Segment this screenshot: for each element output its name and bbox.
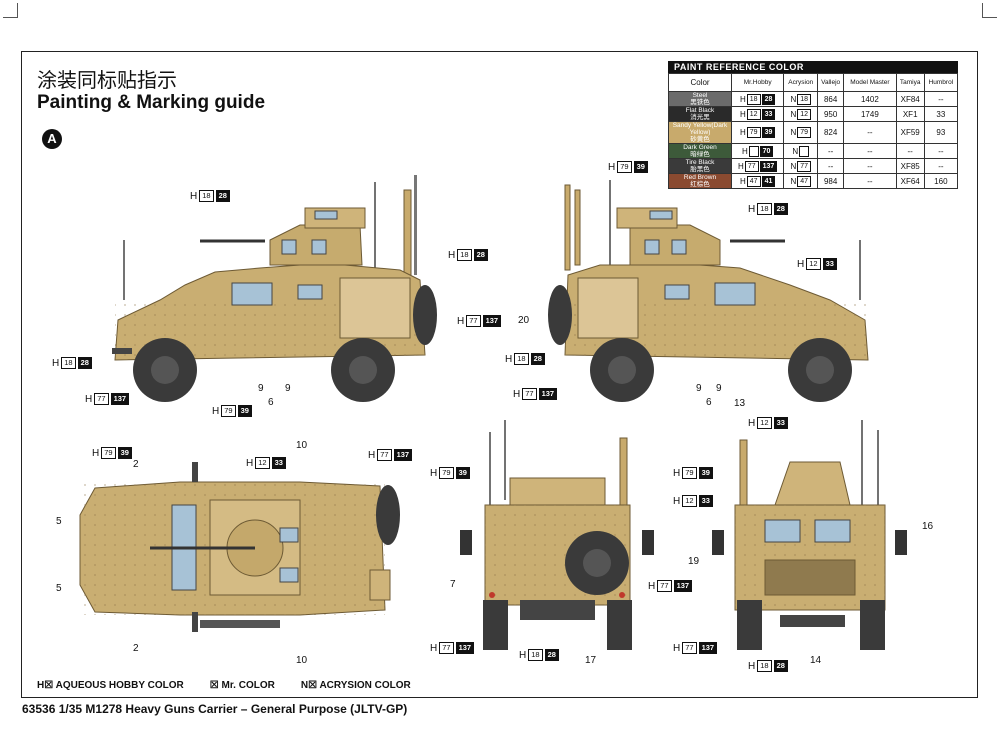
part-number-callout: 6 [268,397,274,408]
right-side-view [548,180,869,402]
part-number-callout: 9 [285,383,291,394]
part-number-callout: 9 [716,383,722,394]
left-side-view [112,175,437,402]
part-number-callout: 14 [810,655,822,666]
legend-hobby: H☒ AQUEOUS HOBBY COLOR [37,680,184,691]
part-number-callout: 9 [258,383,264,394]
title-chinese: 涂装同标贴指示 [37,68,177,92]
scheme-badge: A [42,129,62,149]
table-cell-humbrol: -- [923,158,959,174]
part-number-callout: 2 [133,643,139,654]
page-frame [21,51,978,698]
part-number-callout: 6 [706,397,712,408]
crop-mark-top-right [982,3,997,18]
part-number-callout: 7 [450,579,456,590]
reference-heading: PAINT REFERENCE COLOR [668,61,958,73]
paint-legend: H☒ AQUEOUS HOBBY COLOR ☒ Mr. COLOR N☒ AC… [37,680,411,691]
front-view [712,420,907,650]
table-cell-vallejo: 984 [817,173,845,189]
part-number-callout: 9 [696,383,702,394]
part-number-callout: 5 [56,583,62,594]
part-number-callout: 10 [296,655,308,666]
legend-acrysion: N☒ ACRYSION COLOR [300,680,411,691]
part-number-callout: 2 [133,459,139,470]
part-number-callout: 20 [518,315,530,326]
part-number-callout: 13 [734,398,746,409]
part-number-callout: 10 [296,440,308,451]
paint-code: N [792,145,810,157]
top-view [79,462,400,632]
part-number-callout: 5 [56,516,62,527]
part-number-callout: 19 [688,556,700,567]
part-number-callout: 17 [585,655,597,666]
color-swatch: Sandy Yellow(Dark Yellow)砂黄色 [668,121,732,144]
legend-mr-color: ☒ Mr. COLOR [209,680,275,691]
rear-view [460,420,654,650]
page-title: Painting & Marking guide [37,92,266,113]
paint-code: H 70 [742,145,774,157]
table-cell-humbrol: 160 [923,173,959,189]
crop-mark-top-left [3,3,18,18]
part-number-callout: 16 [922,521,934,532]
footer-caption: 63536 1/35 M1278 Heavy Guns Carrier – Ge… [22,702,408,716]
